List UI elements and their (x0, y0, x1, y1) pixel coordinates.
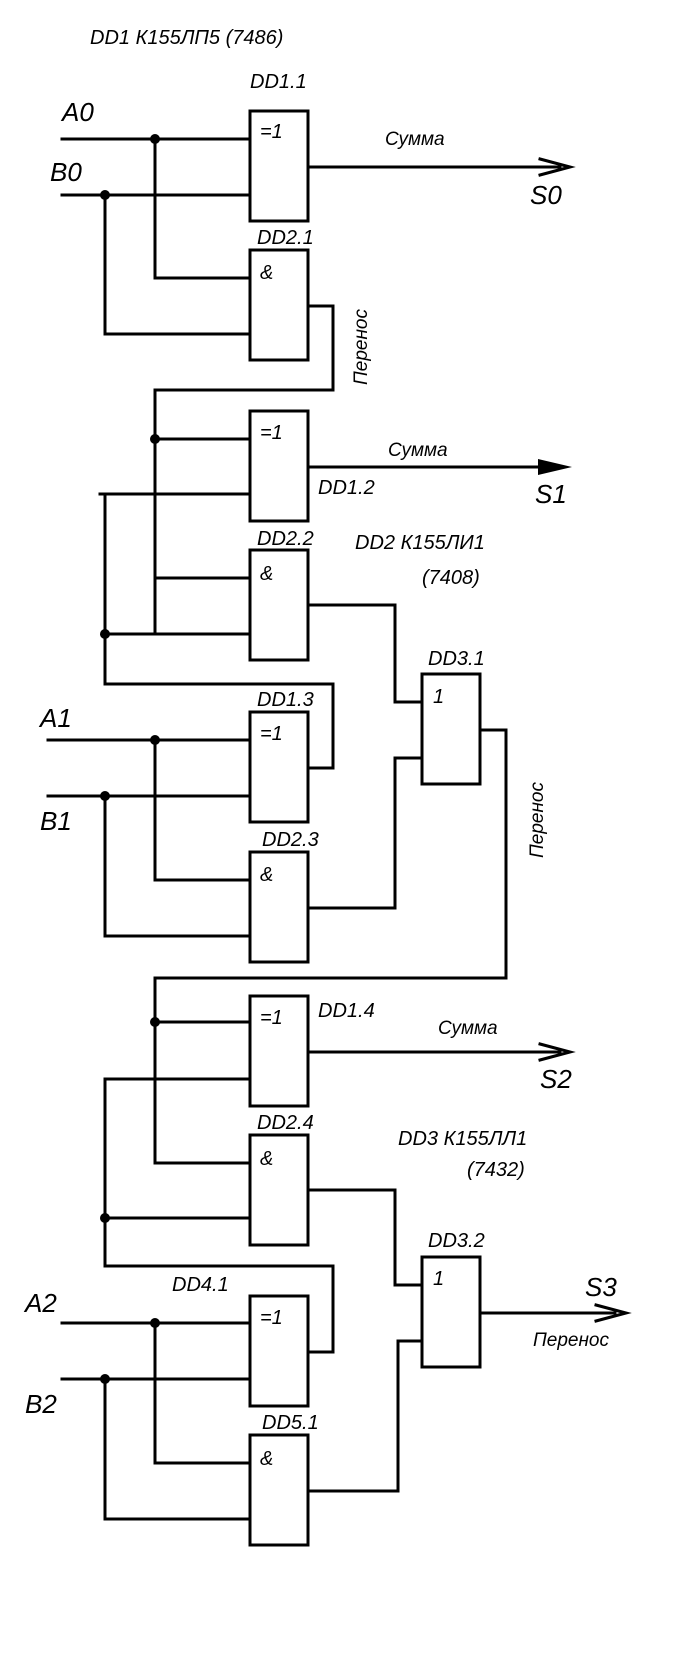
gate-symbol: =1 (260, 723, 283, 745)
junction-dot (100, 629, 110, 639)
gate-symbols: =1 & =1 & =1 & 1 =1 & =1 & 1 (260, 121, 444, 1470)
gate-dd2-3 (248, 850, 310, 964)
wire-a0-tap (153, 137, 252, 280)
gate-dd1-4 (248, 994, 310, 1108)
wire-b0-tap (103, 193, 252, 336)
net-carry-out: Перенос (533, 1330, 609, 1351)
gate-ref-dd2-4: DD2.4 (257, 1112, 314, 1134)
gate-ref-dd1-1: DD1.1 (250, 71, 307, 93)
input-b1: B1 (40, 806, 72, 836)
junction-dot (100, 791, 110, 801)
gate-symbol: =1 (260, 121, 283, 143)
junction-dot (100, 1374, 110, 1384)
input-b2: B2 (25, 1389, 57, 1419)
gate-ref-dd1-4: DD1.4 (318, 1000, 375, 1022)
junction-dot (100, 190, 110, 200)
chip-label-dd2-code: (7408) (422, 567, 480, 589)
junction-dot (100, 1213, 110, 1223)
wire-and24-or (306, 1188, 424, 1287)
junction-dot (150, 434, 160, 444)
output-s3: S3 (585, 1272, 617, 1302)
chip-label-dd3: DD3 К155ЛЛ1 (398, 1128, 527, 1150)
wire-carry0 (153, 304, 335, 635)
wire-and23-or (306, 756, 424, 910)
net-labels: Сумма Сумма Сумма Переноc Перенос Перено… (351, 129, 609, 1351)
arrow-s3 (594, 1303, 632, 1323)
gate-dd2-1 (248, 248, 310, 362)
gate-ref-dd3-1: DD3.1 (428, 648, 485, 670)
wire-xor2-bus-drop (103, 1077, 335, 1354)
output-s2: S2 (540, 1064, 572, 1094)
gate-dd1-3 (248, 710, 310, 824)
gate-ref-dd1-2: DD1.2 (318, 477, 375, 499)
wire-a1-tap (153, 738, 252, 882)
gate-ref-dd5-1: DD5.1 (262, 1412, 319, 1434)
wire-and22-or (306, 603, 424, 704)
wire-carry1 (153, 728, 508, 1165)
output-labels: S0 S1 S2 S3 (530, 180, 617, 1302)
gate-dd4-1 (248, 1294, 310, 1408)
gate-ref-dd4-1: DD4.1 (172, 1274, 229, 1296)
wire-b2-tap (103, 1377, 252, 1521)
net-sum-1: Сумма (388, 440, 448, 461)
arrow-s0 (538, 157, 576, 177)
net-carry-1: Перенос (527, 782, 548, 858)
output-s1: S1 (535, 479, 567, 509)
gate-symbol: & (260, 864, 273, 886)
gate-symbol: 1 (433, 686, 444, 708)
gate-symbol: & (260, 1448, 273, 1470)
net-sum-0: Сумма (385, 129, 445, 150)
input-a2: A2 (23, 1288, 57, 1318)
gate-symbol: =1 (260, 1307, 283, 1329)
gate-symbol: & (260, 563, 273, 585)
gate-refs: DD1.1 DD2.1 DD1.2 DD2.2 DD1.3 DD2.3 DD3.… (172, 71, 485, 1434)
output-s0: S0 (530, 180, 562, 210)
gate-symbol: =1 (260, 1007, 283, 1029)
gate-dd3-2 (420, 1255, 482, 1369)
gate-ref-dd3-2: DD3.2 (428, 1230, 485, 1252)
gate-symbol: 1 (433, 1268, 444, 1290)
gate-dd1-1 (248, 109, 310, 223)
gate-dd1-2 (248, 409, 310, 523)
net-sum-2: Сумма (438, 1018, 498, 1039)
gate-ref-dd2-3: DD2.3 (262, 829, 319, 851)
junctions (100, 134, 160, 1384)
gate-symbol: & (260, 262, 273, 284)
gates (248, 109, 482, 1547)
gate-symbol: & (260, 1148, 273, 1170)
junction-dot (150, 1318, 160, 1328)
input-b0: B0 (50, 157, 82, 187)
wire-b1-tap (103, 794, 252, 938)
gate-dd5-1 (248, 1433, 310, 1547)
gate-ref-dd2-1: DD2.1 (257, 227, 314, 249)
arrows (538, 157, 632, 1323)
gate-dd2-4 (248, 1133, 310, 1247)
chip-label-dd3-code: (7432) (467, 1159, 525, 1181)
gate-ref-dd1-3: DD1.3 (257, 689, 314, 711)
junction-dot (150, 1017, 160, 1027)
arrow-s2 (538, 1042, 576, 1062)
junction-dot (150, 735, 160, 745)
chip-label-dd2: DD2 К155ЛИ1 (355, 532, 485, 554)
wire-and51-or (306, 1339, 424, 1493)
input-a1: A1 (38, 703, 72, 733)
gate-ref-dd2-2: DD2.2 (257, 528, 314, 550)
gate-dd2-2 (248, 548, 310, 662)
chip-label-dd1: DD1 К155ЛП5 (7486) (90, 27, 283, 49)
arrow-s1 (538, 459, 572, 475)
net-carry-0: Переноc (351, 309, 372, 385)
wire-xor1-bus-drop (103, 492, 335, 770)
chip-labels: DD1 К155ЛП5 (7486) DD2 К155ЛИ1 (7408) DD… (90, 27, 527, 1181)
input-a0: A0 (60, 97, 94, 127)
wire-a2-tap (153, 1321, 252, 1465)
gate-symbol: =1 (260, 422, 283, 444)
gate-dd3-1 (420, 672, 482, 786)
input-labels: A0 B0 A1 B1 A2 B2 (23, 97, 94, 1419)
junction-dot (150, 134, 160, 144)
